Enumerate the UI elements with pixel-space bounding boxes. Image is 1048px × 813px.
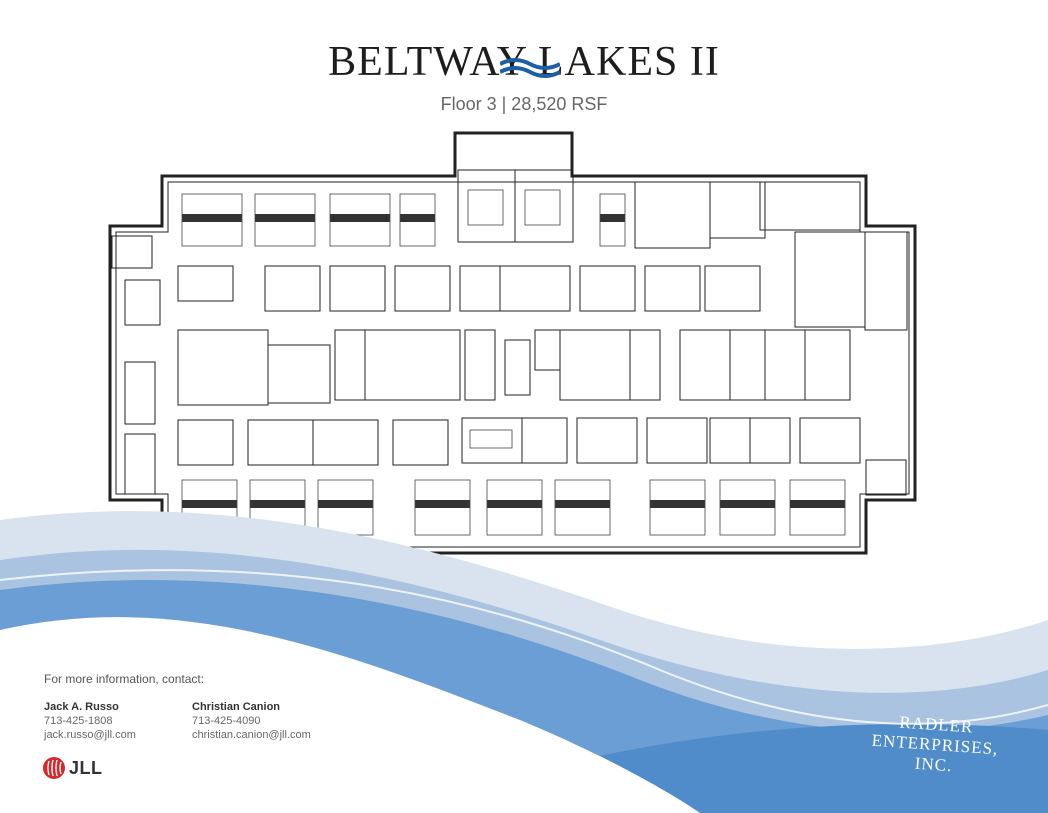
contact-phone: 713-425-4090 xyxy=(192,715,261,727)
contact-name: Jack A. Russo xyxy=(44,701,119,713)
floor-plan xyxy=(108,131,917,555)
jll-logo: JLL xyxy=(42,756,103,780)
contact-name: Christian Canion xyxy=(192,701,281,713)
radler-logo: RADLER ENTERPRISES, INC. xyxy=(858,710,1012,780)
contact-phone: 713-425-1808 xyxy=(44,715,113,727)
jll-logo-text: JLL xyxy=(69,757,103,778)
page-subtitle: Floor 3 | 28,520 RSF xyxy=(440,94,608,114)
contact-email[interactable]: jack.russo@jll.com xyxy=(44,729,136,741)
contact-card: Christian Canion 713-425-4090 christian.… xyxy=(192,700,311,742)
title-wave-icon xyxy=(500,58,560,78)
wave-graphic xyxy=(0,511,1048,813)
contact-card: Jack A. Russo 713-425-1808 jack.russo@jl… xyxy=(44,700,136,742)
contact-intro: For more information, contact: xyxy=(44,672,205,686)
contact-email[interactable]: christian.canion@jll.com xyxy=(192,729,311,741)
jll-mark-icon xyxy=(43,757,65,779)
